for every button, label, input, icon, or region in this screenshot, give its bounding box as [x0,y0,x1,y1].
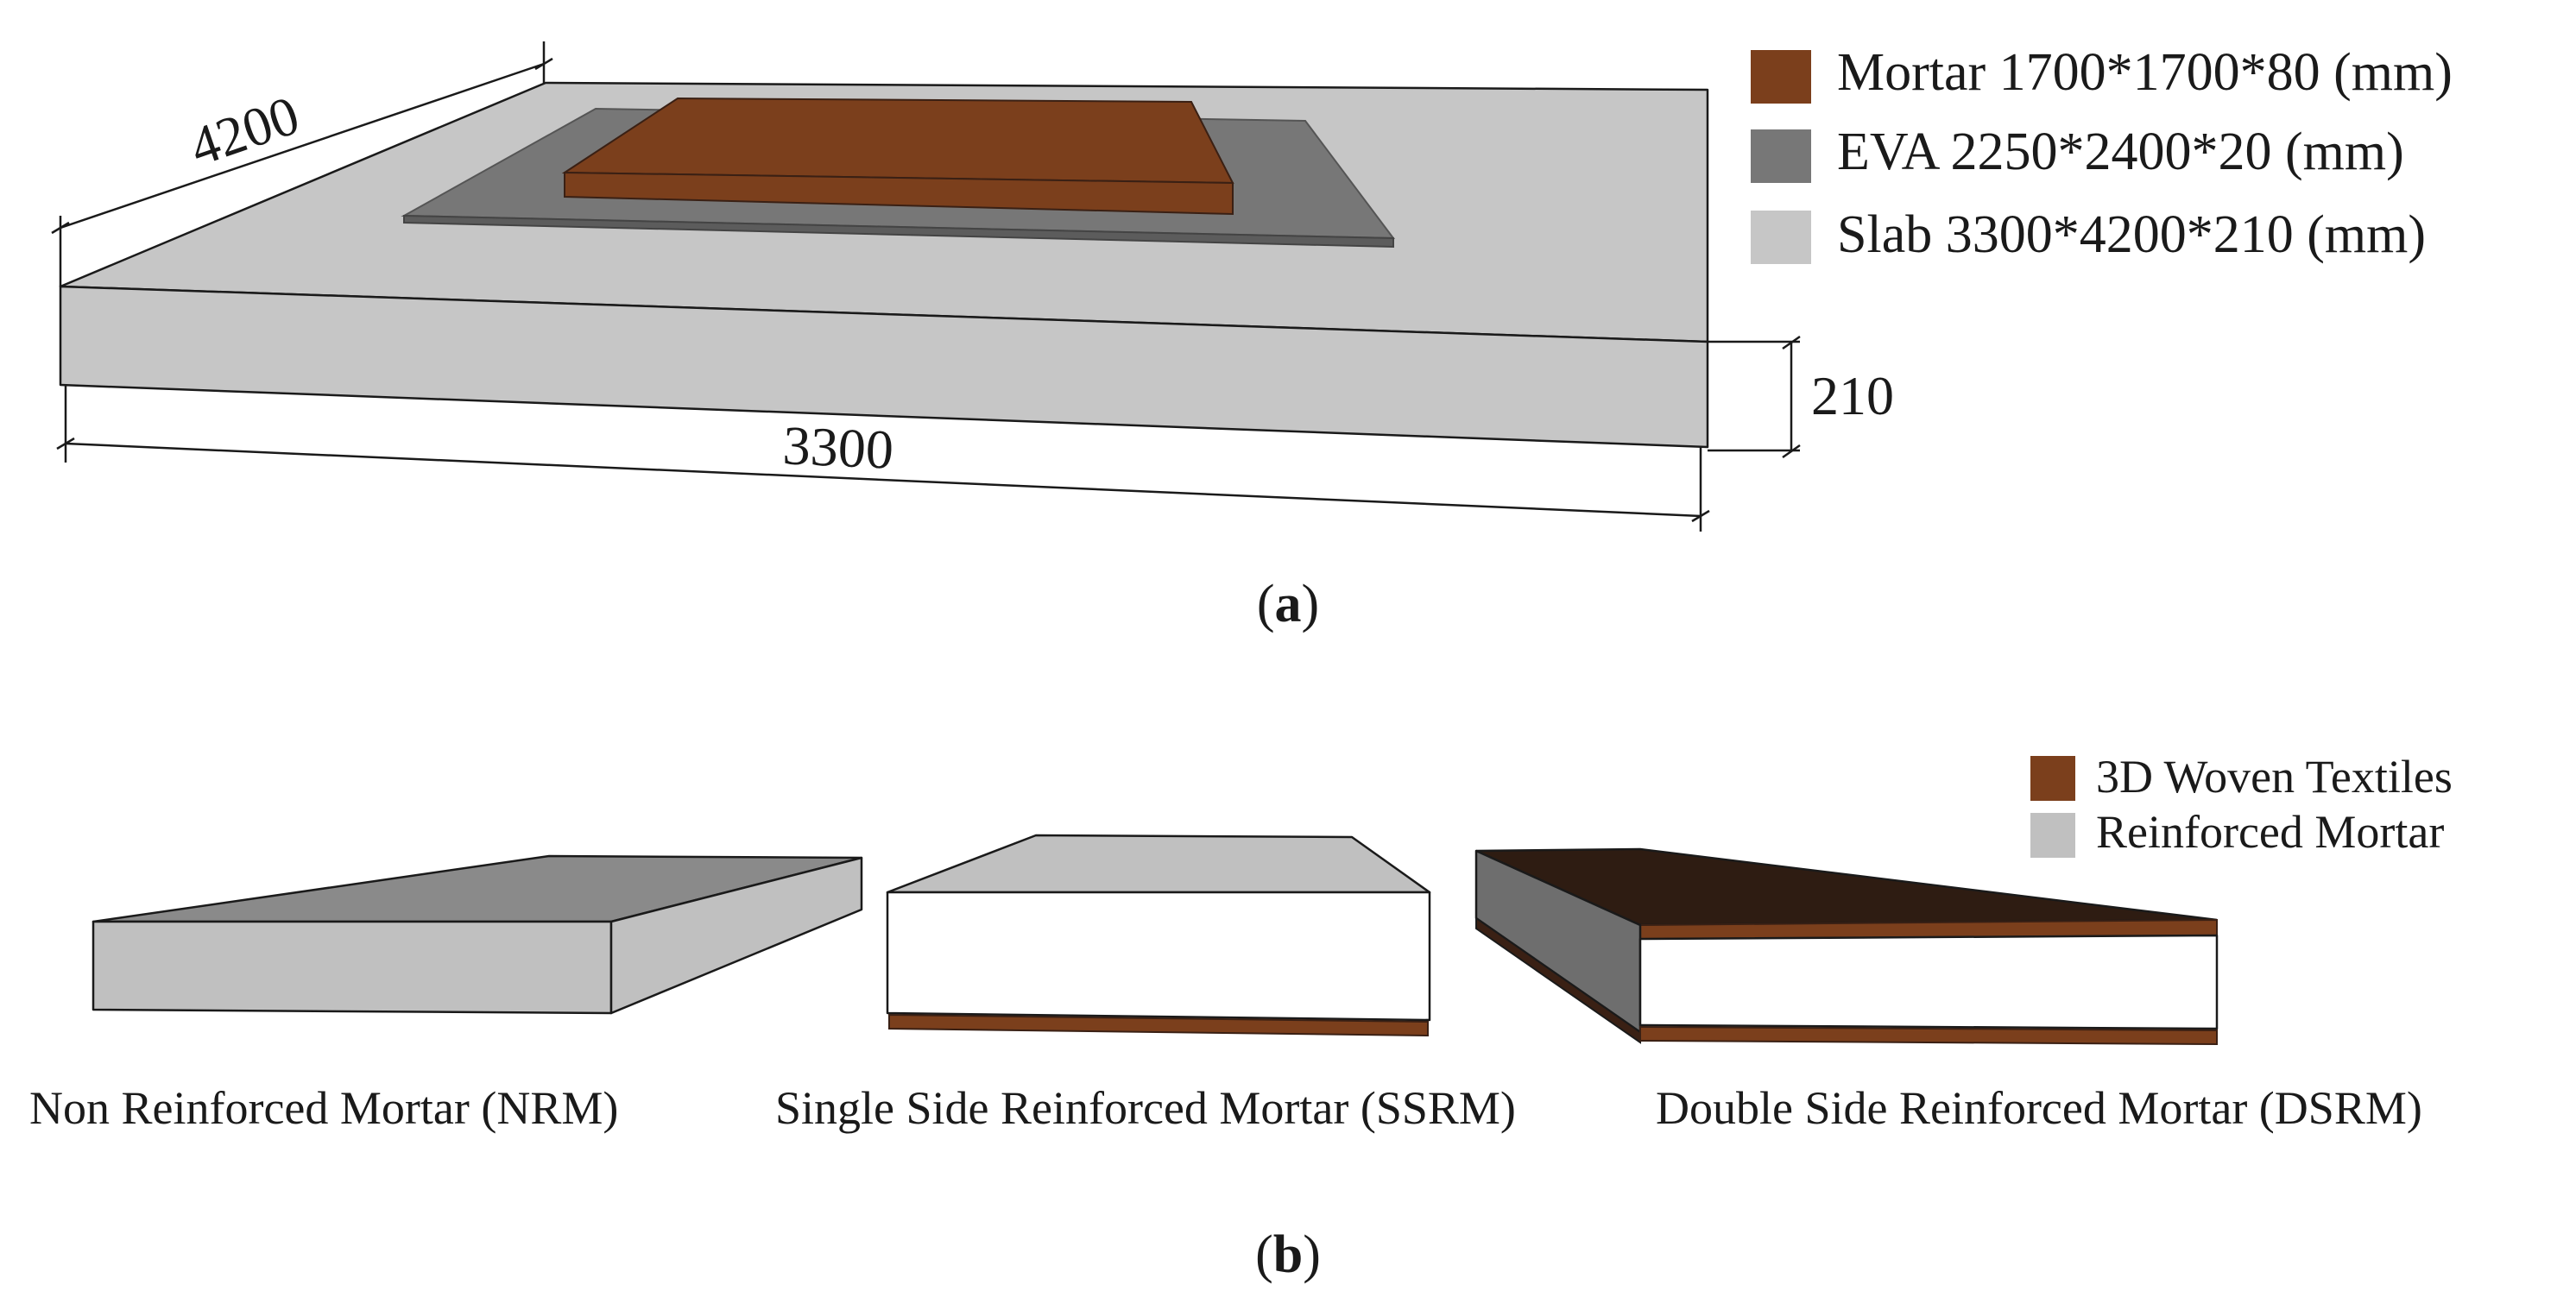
legend-label-eva: EVA 2250*2400*20 (mm) [1837,123,2404,181]
ssrm-textile-bottom [888,1013,1429,1037]
dimension-width-label: 3300 [781,414,894,481]
nrm-front-face [92,920,613,1015]
mortar-top-face [561,97,1234,185]
dsrm-front-face [1638,934,2219,1030]
legend-swatch-reinforced-mortar [2030,813,2075,858]
nrm-side-face [609,856,863,1015]
specimen-ssrm: Single Side Reinforced Mortar (SSRM) [775,834,1516,1134]
dimension-width: 3300 [56,385,1710,532]
dimension-thickness: 210 [1708,335,1894,459]
panel-b: 3D Woven Textiles Reinforced Mortar Non … [29,751,2453,1284]
legend-swatch-mortar [1751,50,1811,104]
caption-nrm: Non Reinforced Mortar (NRM) [29,1082,618,1134]
specimen-dsrm: Double Side Reinforced Mortar (DSRM) [1474,847,2422,1134]
slab-front-face [59,285,1709,449]
dsrm-textile-bottom [1639,1025,2218,1046]
legend-swatch-textiles [2030,756,2075,801]
eva-front-face [403,214,1394,249]
specimen-nrm: Non Reinforced Mortar (NRM) [29,854,863,1134]
legend-label-mortar: Mortar 1700*1700*80 (mm) [1837,43,2453,102]
caption-ssrm: Single Side Reinforced Mortar (SSRM) [775,1082,1516,1134]
legend-swatch-eva [1751,129,1811,183]
legend-panel-b: 3D Woven Textiles Reinforced Mortar [2030,751,2453,858]
ssrm-top-face [886,834,1431,894]
legend-panel-a: Mortar 1700*1700*80 (mm) EVA 2250*2400*2… [1751,43,2453,264]
legend-label-slab: Slab 3300*4200*210 (mm) [1837,205,2426,264]
dimension-thickness-label: 210 [1811,365,1894,426]
dimension-depth-label: 4200 [182,84,306,178]
legend-swatch-slab [1751,211,1811,264]
legend-label-textiles: 3D Woven Textiles [2096,751,2453,803]
dsrm-textile-side-bottom [1475,916,1641,1044]
panel-a-label: (a) [1257,575,1319,633]
caption-dsrm: Double Side Reinforced Mortar (DSRM) [1656,1082,2422,1134]
legend-label-reinforced-mortar: Reinforced Mortar [2096,806,2444,858]
panel-a: 4200 3300 210 Mortar 1700*1700*80 (mm) E… [51,41,2453,633]
mortar-front-face [564,171,1234,216]
mortar-layer-3d [561,97,1234,216]
panel-b-label: (b) [1255,1225,1321,1284]
ssrm-front-face [886,891,1431,1022]
